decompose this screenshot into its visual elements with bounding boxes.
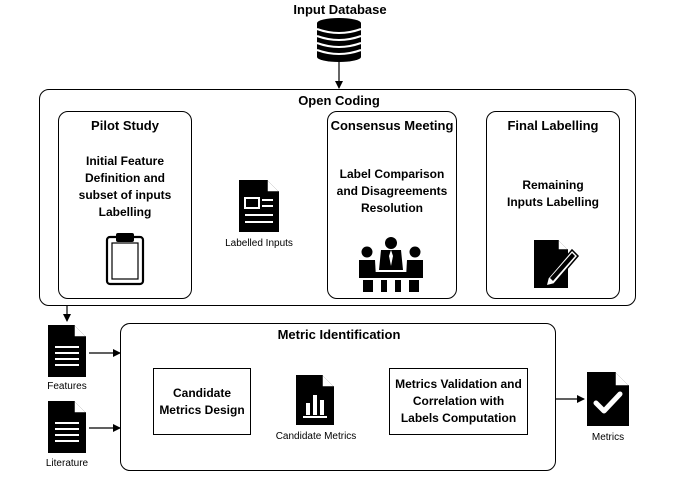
validation-line: Metrics Validation and bbox=[395, 377, 522, 391]
final-line: Inputs Labelling bbox=[507, 195, 599, 209]
candidate-design-line: Metrics Design bbox=[159, 403, 245, 417]
database-icon bbox=[316, 18, 362, 62]
final-line: Remaining bbox=[522, 178, 584, 192]
candidate-design-line: Candidate bbox=[172, 386, 231, 400]
candidate-design-box bbox=[153, 368, 251, 435]
pilot-study-text: Initial Feature Definition and subset of… bbox=[58, 153, 192, 221]
consensus-meeting-title: Consensus Meeting bbox=[330, 118, 454, 133]
bar-chart-document-icon bbox=[296, 375, 334, 425]
consensus-line: Resolution bbox=[361, 201, 423, 215]
consensus-line: and Disagreements bbox=[336, 184, 448, 198]
pilot-study-line: subset of inputs bbox=[78, 188, 172, 202]
final-labelling-text: Remaining Inputs Labelling bbox=[486, 177, 620, 211]
validation-text: Metrics Validation and Correlation with … bbox=[389, 376, 528, 427]
consensus-meeting-text: Label Comparison and Disagreements Resol… bbox=[327, 166, 457, 217]
checkmark-document-icon bbox=[587, 372, 629, 426]
validation-line: Labels Computation bbox=[400, 411, 517, 425]
input-database-label: Input Database bbox=[293, 2, 387, 17]
candidate-design-text: Candidate Metrics Design bbox=[153, 385, 251, 419]
labelled-inputs-label: Labelled Inputs bbox=[225, 238, 293, 249]
pilot-study-line: Initial Feature bbox=[85, 154, 165, 168]
consensus-line: Label Comparison bbox=[339, 167, 445, 181]
pilot-study-line: Definition and bbox=[85, 171, 165, 185]
pilot-study-title: Pilot Study bbox=[91, 118, 159, 133]
pilot-study-line: Labelling bbox=[98, 205, 152, 219]
document-icon bbox=[239, 180, 279, 232]
metrics-label: Metrics bbox=[591, 432, 625, 443]
metric-identification-title: Metric Identification bbox=[277, 327, 401, 342]
validation-box bbox=[389, 368, 528, 435]
edit-document-icon bbox=[534, 240, 580, 288]
validation-line: Correlation with bbox=[412, 394, 505, 408]
features-label: Features bbox=[47, 381, 87, 392]
document-lines-icon bbox=[48, 325, 86, 377]
document-lines-icon bbox=[48, 401, 86, 453]
meeting-people-icon bbox=[359, 237, 423, 292]
clipboard-icon bbox=[105, 233, 145, 286]
pilot-study-box bbox=[58, 111, 192, 299]
open-coding-title: Open Coding bbox=[298, 93, 380, 108]
candidate-metrics-label: Candidate Metrics bbox=[275, 431, 357, 442]
final-labelling-title: Final Labelling bbox=[507, 118, 599, 133]
literature-label: Literature bbox=[45, 458, 89, 469]
